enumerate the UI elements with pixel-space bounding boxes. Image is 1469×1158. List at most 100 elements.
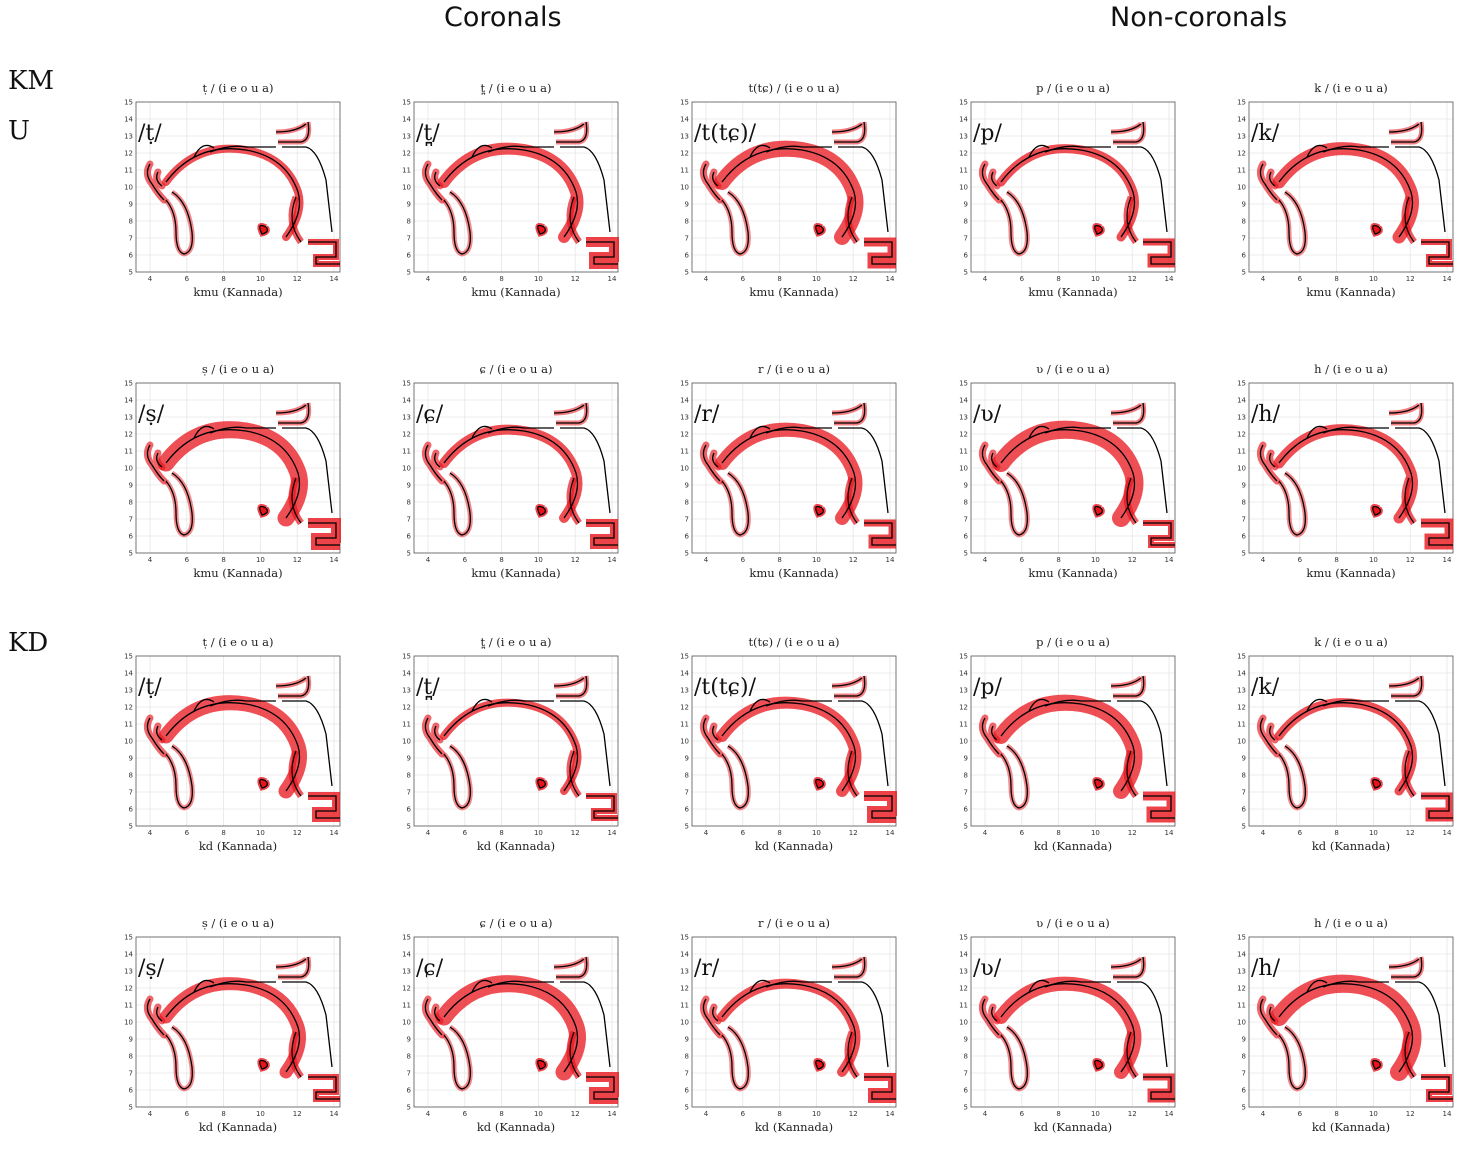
y-tick-label: 10 (680, 465, 689, 473)
x-tick-label: 12 (1128, 275, 1137, 283)
x-tick-label: 12 (1406, 556, 1415, 564)
y-tick-label: 5 (129, 269, 133, 277)
consonant-symbol: /k/ (1251, 675, 1280, 700)
panel-xlabel: kd (Kannada) (199, 839, 277, 853)
y-tick-label: 9 (685, 201, 689, 209)
y-tick-label: 7 (964, 789, 968, 797)
x-tick-label: 10 (1091, 1110, 1100, 1118)
y-tick-label: 9 (964, 482, 968, 490)
y-tick-label: 14 (1237, 116, 1246, 124)
y-tick-label: 13 (680, 968, 689, 976)
y-tick-label: 5 (129, 550, 133, 558)
x-tick-label: 6 (463, 275, 468, 283)
y-tick-label: 12 (959, 431, 968, 439)
y-tick-label: 15 (1237, 653, 1246, 661)
x-tick-label: 10 (256, 556, 265, 564)
x-tick-label: 4 (1261, 829, 1266, 837)
y-tick-label: 6 (1242, 533, 1247, 541)
y-tick-label: 11 (1237, 448, 1246, 456)
panel-xlabel: kmu (Kannada) (749, 285, 838, 299)
tract-contours (1256, 956, 1453, 1102)
x-tick-label: 12 (849, 275, 858, 283)
y-tick-label: 12 (959, 985, 968, 993)
x-tick-label: 14 (1165, 275, 1174, 283)
tract-contours (143, 956, 340, 1102)
x-tick-label: 14 (608, 556, 617, 564)
y-tick-label: 12 (124, 431, 133, 439)
y-tick-label: 7 (407, 789, 411, 797)
y-tick-label: 15 (959, 380, 968, 388)
y-tick-label: 7 (685, 235, 689, 243)
y-tick-label: 14 (1237, 397, 1246, 405)
y-tick-label: 8 (964, 218, 968, 226)
panel-xlabel: kd (Kannada) (1034, 1120, 1112, 1134)
x-tick-label: 12 (1128, 556, 1137, 564)
y-tick-label: 8 (129, 772, 133, 780)
y-tick-label: 5 (407, 550, 411, 558)
y-tick-label: 7 (129, 1070, 133, 1078)
y-tick-label: 11 (959, 1002, 968, 1010)
panel-title: r / (i e o u a) (758, 362, 830, 376)
x-tick-label: 4 (426, 556, 431, 564)
y-tick-label: 11 (402, 448, 411, 456)
y-tick-label: 10 (402, 1019, 411, 1027)
panel-title: ʋ / (i e o u a) (1036, 916, 1109, 930)
y-tick-label: 11 (959, 448, 968, 456)
y-tick-label: 15 (124, 99, 133, 107)
x-tick-label: 8 (1056, 556, 1060, 564)
x-tick-label: 6 (1298, 829, 1303, 837)
y-tick-label: 9 (129, 755, 133, 763)
y-tick-label: 15 (124, 934, 133, 942)
x-tick-label: 8 (777, 1110, 781, 1118)
y-tick-label: 7 (685, 789, 689, 797)
x-tick-label: 4 (1261, 275, 1266, 283)
y-tick-label: 12 (1237, 431, 1246, 439)
x-tick-label: 10 (1091, 556, 1100, 564)
panel-title: t(tɕ) / (i e o u a) (748, 635, 839, 649)
y-tick-label: 14 (402, 397, 411, 405)
y-tick-label: 10 (402, 465, 411, 473)
x-tick-label: 4 (704, 556, 709, 564)
x-tick-label: 6 (463, 1110, 468, 1118)
y-tick-label: 10 (402, 738, 411, 746)
x-tick-label: 8 (1334, 556, 1338, 564)
y-tick-label: 5 (685, 269, 689, 277)
y-tick-label: 15 (1237, 380, 1246, 388)
y-tick-label: 14 (959, 951, 968, 959)
x-tick-label: 6 (185, 829, 190, 837)
panel-title: ɕ / (i e o u a) (480, 916, 553, 930)
y-tick-label: 6 (407, 806, 412, 814)
x-tick-label: 14 (886, 556, 895, 564)
x-tick-label: 8 (1334, 1110, 1338, 1118)
y-tick-label: 14 (959, 397, 968, 405)
consonant-symbol: /t̪/ (416, 121, 440, 146)
x-tick-label: 12 (849, 556, 858, 564)
y-tick-label: 9 (1242, 755, 1246, 763)
tract-contours (1256, 121, 1453, 267)
y-tick-label: 10 (124, 1019, 133, 1027)
y-tick-label: 11 (402, 721, 411, 729)
x-tick-label: 12 (293, 829, 302, 837)
y-tick-label: 6 (407, 252, 412, 260)
tract-contours (421, 121, 619, 269)
panel-title: t(tɕ) / (i e o u a) (748, 81, 839, 95)
tract-contours (978, 121, 1175, 268)
x-tick-label: 8 (1056, 829, 1060, 837)
y-tick-label: 6 (964, 806, 969, 814)
x-tick-label: 10 (1091, 275, 1100, 283)
y-tick-label: 12 (1237, 704, 1246, 712)
x-tick-label: 12 (1406, 275, 1415, 283)
